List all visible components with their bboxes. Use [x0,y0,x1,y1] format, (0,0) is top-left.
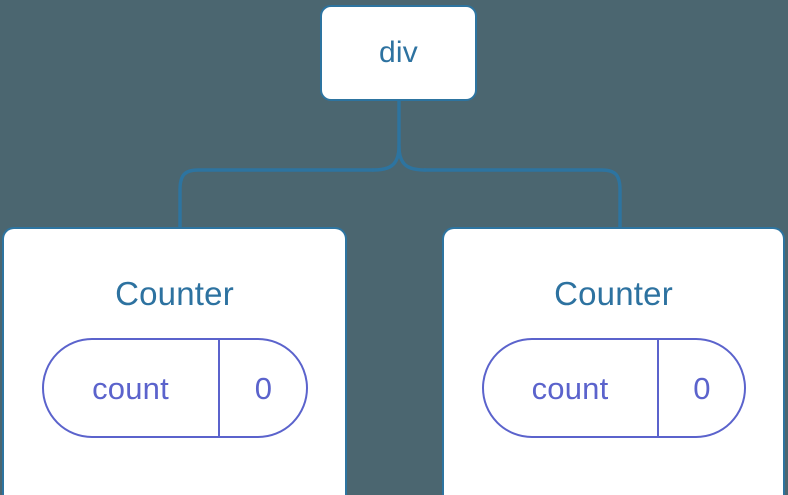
edge-root-trunk [397,98,427,172]
node-counter-right[interactable]: Counter count 0 [442,227,785,495]
node-div-label: div [379,36,418,69]
state-pill-right-value-label: 0 [693,370,711,406]
state-pill-right-key-cell: count [484,340,659,436]
edge-to-counter-left [178,168,375,231]
state-pill-counter-left[interactable]: count 0 [41,338,308,438]
state-pill-left-key-cell: count [44,340,220,436]
node-counter-right-label: Counter [554,275,673,312]
node-counter-left-label: Counter [115,275,234,312]
node-div[interactable]: div [320,5,477,101]
state-pill-right-value-cell: 0 [659,340,744,436]
state-pill-right-key-label: count [531,370,609,406]
edge-to-counter-right [423,168,622,231]
state-pill-left-value-cell: 0 [220,340,306,436]
state-pill-left-value-label: 0 [254,370,273,406]
edge-root-trunk-left-flare [371,144,401,172]
state-pill-left-key-label: count [92,370,169,406]
state-pill-counter-right[interactable]: count 0 [481,338,746,438]
node-counter-left[interactable]: Counter count 0 [2,227,347,495]
